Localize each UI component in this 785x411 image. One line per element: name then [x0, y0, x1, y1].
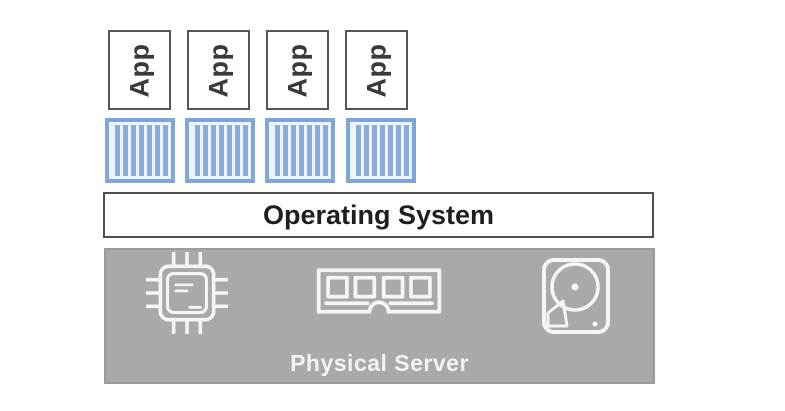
- container-stripes-icon: [353, 125, 409, 176]
- container-box: [105, 118, 175, 183]
- container-box: [346, 118, 416, 183]
- physical-server-box: Physical Server: [104, 248, 655, 384]
- container-stripes-icon: [192, 125, 248, 176]
- ram-icon: [316, 268, 442, 314]
- container-box: [185, 118, 255, 183]
- app-box: App: [345, 30, 408, 110]
- app-label: App: [123, 43, 154, 97]
- container-box: [265, 118, 335, 183]
- physical-server-label: Physical Server: [290, 350, 469, 376]
- os-label: Operating System: [262, 199, 495, 230]
- container-stripes-icon: [112, 125, 168, 176]
- app-label: App: [202, 43, 233, 97]
- container-stripes-icon: [272, 125, 328, 176]
- app-label: App: [360, 43, 391, 97]
- app-box: App: [266, 30, 329, 110]
- app-box: App: [108, 30, 171, 110]
- app-label: App: [281, 43, 312, 97]
- app-box: App: [187, 30, 250, 110]
- os-box: Operating System: [103, 192, 654, 238]
- cpu-icon: [146, 252, 228, 334]
- disk-icon: [542, 258, 610, 334]
